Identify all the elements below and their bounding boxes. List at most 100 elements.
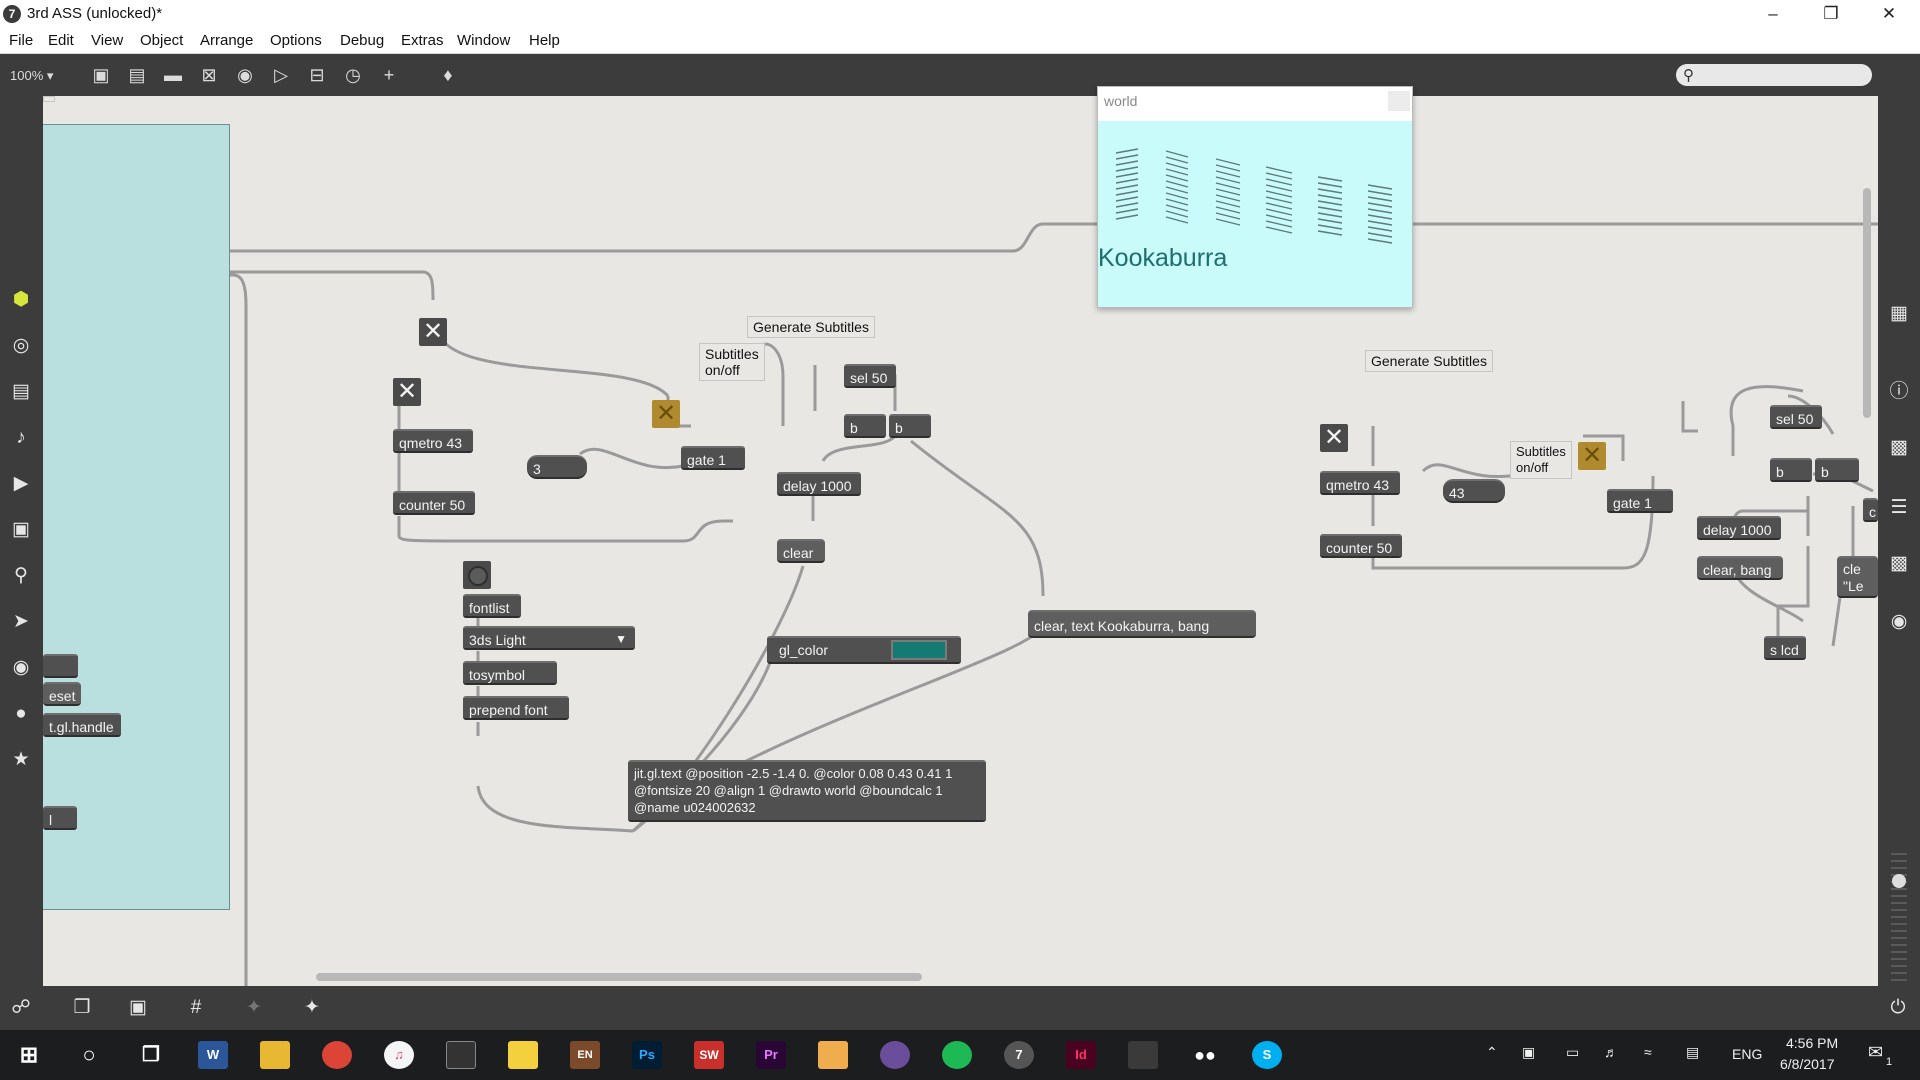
tor-icon[interactable] — [880, 1041, 910, 1069]
gl-handle-object[interactable]: t.gl.handle — [43, 713, 121, 737]
lock-icon[interactable]: ☍ — [11, 997, 31, 1018]
subtitles-toggle[interactable]: ✕ — [652, 400, 680, 428]
button-icon[interactable]: ▷ — [274, 65, 288, 85]
bang-object-b2-right[interactable]: b — [1815, 458, 1859, 482]
word-icon[interactable]: W — [198, 1041, 228, 1069]
menu-view[interactable]: View — [91, 32, 124, 49]
photoshop-icon[interactable]: Ps — [632, 1041, 662, 1069]
clock-date[interactable]: 6/8/2017 — [1780, 1056, 1835, 1072]
search-input[interactable] — [1676, 64, 1872, 86]
metro-toggle[interactable]: ✕ — [393, 378, 421, 406]
keyboard-icon[interactable]: ▤ — [12, 381, 30, 402]
counter-object[interactable]: counter 50 — [393, 491, 475, 515]
wrench-icon[interactable]: ✦ — [304, 997, 320, 1018]
font-menu[interactable]: 3ds Light ▼ — [463, 626, 635, 650]
render-preview-panel[interactable] — [43, 124, 230, 910]
partial-message-cle[interactable]: cle "Le — [1837, 556, 1878, 598]
number-box[interactable]: 3 — [527, 455, 587, 479]
number-box-right[interactable]: 43 — [1443, 479, 1505, 503]
delay-object[interactable]: delay 1000 — [777, 472, 861, 496]
left-edge-object[interactable] — [43, 654, 78, 678]
media-icon[interactable]: ▶ — [13, 473, 29, 494]
spotify-icon[interactable] — [942, 1041, 972, 1069]
presentation-mode-icon[interactable]: ▣ — [92, 65, 110, 85]
kookaburra-message[interactable]: clear, text Kookaburra, bang — [1028, 610, 1256, 638]
snap-icon[interactable]: ✦ — [246, 997, 262, 1018]
max-icon[interactable]: 7 — [1004, 1041, 1034, 1069]
itunes-icon[interactable]: ♫ — [384, 1041, 414, 1069]
delay-object-right[interactable]: delay 1000 — [1697, 516, 1781, 540]
zoom-slider-handle[interactable] — [1892, 874, 1906, 888]
volume-icon[interactable]: ♬ — [1604, 1044, 1618, 1060]
world-render-window[interactable]: world Kookaburra — [1097, 86, 1413, 308]
menu-arrange[interactable]: Arrange — [200, 32, 254, 49]
tray-device-icon[interactable]: ▣ — [1522, 1044, 1536, 1060]
clear-message[interactable]: clear — [777, 539, 825, 563]
keyboard-icon[interactable]: ▤ — [1686, 1044, 1700, 1060]
horizontal-scrollbar[interactable] — [316, 973, 922, 981]
tray-chevron-icon[interactable]: ⌃ — [1486, 1044, 1498, 1060]
gl-color-object[interactable]: gl_color — [767, 636, 961, 664]
bang-object-b1[interactable]: b — [844, 414, 886, 438]
menu-debug[interactable]: Debug — [340, 32, 385, 49]
zoom-dropdown[interactable]: 100% ▾ — [10, 68, 54, 83]
sel-object-right[interactable]: sel 50 — [1770, 405, 1822, 429]
vimeo-icon[interactable]: ◉ — [12, 657, 30, 678]
gate-object-right[interactable]: gate 1 — [1607, 489, 1673, 513]
clear-bang-message[interactable]: clear, bang — [1697, 556, 1783, 580]
info-icon[interactable]: ⓘ — [1889, 381, 1909, 402]
qmetro-object[interactable]: qmetro 43 — [393, 429, 473, 453]
comment-icon[interactable]: ▬ — [164, 65, 182, 85]
moodle-icon[interactable]: ●● — [1190, 1041, 1220, 1069]
menu-extras[interactable]: Extras — [401, 32, 444, 49]
new-object-icon[interactable]: ▤ — [128, 65, 146, 85]
add-icon[interactable]: + — [383, 65, 395, 85]
prepend-font-object[interactable]: prepend font — [463, 696, 569, 720]
fonts-icon[interactable] — [818, 1041, 848, 1069]
menu-edit[interactable]: Edit — [48, 32, 74, 49]
file-explorer-icon[interactable] — [260, 1041, 290, 1069]
send-lcd-object[interactable]: s lcd — [1764, 636, 1806, 660]
book-icon[interactable]: ▩ — [1890, 437, 1908, 458]
bang-object-b2[interactable]: b — [889, 414, 931, 438]
top-toggle[interactable]: ✕ — [419, 318, 447, 346]
list-icon[interactable]: ☰ — [1890, 497, 1908, 518]
notification-icon[interactable]: ✉ — [1868, 1042, 1884, 1062]
sel-object[interactable]: sel 50 — [844, 364, 896, 388]
clock-time[interactable]: 4:56 PM — [1786, 1035, 1839, 1051]
wifi-icon[interactable]: ≈ — [1644, 1044, 1652, 1060]
b-icon[interactable]: ● — [15, 703, 27, 724]
menu-file[interactable]: File — [9, 32, 34, 49]
skype-icon[interactable]: S — [1252, 1041, 1282, 1069]
task-view-icon[interactable]: ❐ — [142, 1044, 160, 1066]
bang-object-b1-right[interactable]: b — [1770, 458, 1812, 482]
menu-help[interactable]: Help — [529, 32, 560, 49]
camera-icon[interactable]: ◉ — [1890, 611, 1908, 632]
grid-icon[interactable]: # — [190, 997, 202, 1018]
open-book-icon[interactable]: ▩ — [1890, 553, 1908, 574]
sticky-notes-icon[interactable] — [508, 1041, 538, 1069]
power-icon[interactable]: ⏻ — [1890, 997, 1906, 1018]
fontlist-object[interactable]: fontlist — [463, 594, 521, 618]
premiere-icon[interactable]: Pr — [756, 1041, 786, 1069]
bang-icon[interactable]: ◉ — [237, 65, 253, 85]
target-icon[interactable]: ◎ — [12, 335, 30, 356]
start-icon[interactable]: ⊞ — [19, 1042, 39, 1067]
chrome-icon[interactable] — [322, 1041, 352, 1069]
restore-icon[interactable]: ❐ — [1823, 4, 1839, 23]
metro-toggle-right[interactable]: ✕ — [1320, 424, 1348, 452]
menu-options[interactable]: Options — [270, 32, 322, 49]
gate-object[interactable]: gate 1 — [681, 446, 745, 470]
reset-message[interactable]: eset — [43, 682, 81, 706]
arrow-icon[interactable]: ➤ — [13, 611, 29, 632]
indesign-icon[interactable]: Id — [1066, 1041, 1096, 1069]
left-edge-object-l[interactable]: l — [43, 806, 77, 830]
cortana-icon[interactable]: ○ — [82, 1042, 96, 1067]
inlet-icon[interactable]: ⊟ — [309, 65, 325, 85]
cube-icon[interactable]: ⬢ — [12, 289, 30, 310]
menu-object[interactable]: Object — [140, 32, 184, 49]
menu-window[interactable]: Window — [457, 32, 511, 49]
close-icon[interactable]: ✕ — [1881, 4, 1897, 23]
en-icon[interactable]: EN — [570, 1041, 600, 1069]
paperclip-icon[interactable]: ⚲ — [14, 565, 28, 586]
